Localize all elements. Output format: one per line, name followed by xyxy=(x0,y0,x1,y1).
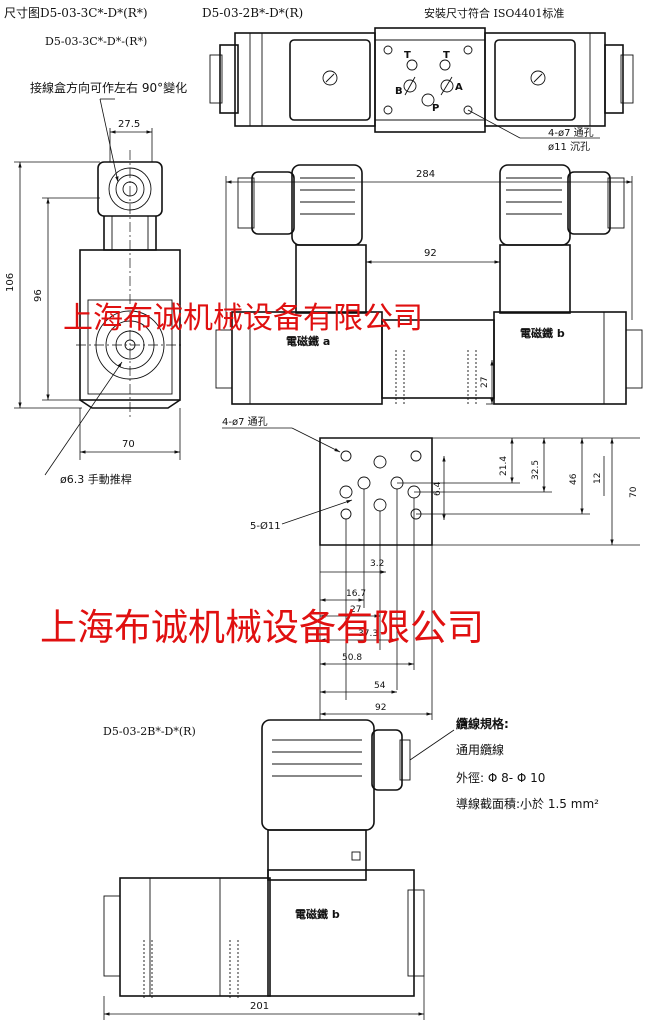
dim-92-plate: 92 xyxy=(375,703,386,713)
dim-54: 54 xyxy=(374,681,386,691)
dim-106: 106 xyxy=(5,273,16,292)
dim-70-side: 70 xyxy=(122,439,135,450)
mounting-plate-view: 4-ø7 通孔 5-Ø11 70 46 32.5 21.4 12 xyxy=(222,416,640,720)
note-junction-box: 接線盒方向可作左右 90°變化 xyxy=(30,80,187,95)
solenoid-label-a: 電磁鐵 a xyxy=(286,334,330,348)
lower-view: D5-03-2B*-D*(R) 電磁鐵 b 201 纜線規格: 通用纜線 外徑:… xyxy=(103,716,599,1020)
cable-spec-heading: 纜線規格: xyxy=(456,716,509,731)
note-manual-push: ø6.3 手動推桿 xyxy=(60,472,132,486)
header-title-left: 尺寸图D5-03-3C*-D*(R*) xyxy=(4,6,148,20)
port-label-p: P xyxy=(432,103,439,114)
dim-37-3: 37.3 xyxy=(358,629,378,639)
dim-27: 27 xyxy=(480,377,490,388)
dim-96: 96 xyxy=(33,289,44,302)
mount-standard-note: 安裝尺寸符合 ISO4401标准 xyxy=(424,6,564,20)
cable-spec-type: 通用纜線 xyxy=(456,742,504,757)
dim-27-5: 27.5 xyxy=(118,119,140,130)
solenoid-label-b-single: 電磁鐵 b xyxy=(295,907,340,921)
lower-view-title: D5-03-2B*-D*(R) xyxy=(103,725,196,738)
note-through-holes-top: 4-ø7 通孔 xyxy=(548,127,594,139)
top-view: T T B A P 4-ø7 通孔 ø11 沉孔 xyxy=(209,27,634,153)
dim-201: 201 xyxy=(250,1001,269,1012)
solenoid-label-b: 電磁鐵 b xyxy=(520,326,565,340)
note-through-holes-plate: 4-ø7 通孔 xyxy=(222,416,268,428)
dim-6-4: 6.4 xyxy=(433,481,443,496)
header-title-mid: D5-03-2B*-D*(R) xyxy=(202,6,303,20)
dim-16-7: 16.7 xyxy=(346,589,366,599)
dim-46: 46 xyxy=(569,473,579,485)
dim-50-8: 50.8 xyxy=(342,653,362,663)
dim-32-5: 32.5 xyxy=(531,460,541,480)
cable-spec-outer-dia: 外徑: Φ 8- Φ 10 xyxy=(456,771,545,785)
port-label-t2: T xyxy=(443,50,450,61)
watermark-text-1: 上海布诚机械设备有限公司 xyxy=(63,301,423,336)
cable-spec-section: 導線截面積:小於 1.5 mm² xyxy=(456,796,599,811)
note-holes-5: 5-Ø11 xyxy=(250,520,281,532)
watermark-text-2: 上海布诚机械设备有限公司 xyxy=(40,606,484,649)
front-view: 284 92 電磁鐵 a 電磁鐵 b xyxy=(215,164,643,405)
side-view: 接線盒方向可作左右 90°變化 27.5 106 96 xyxy=(5,80,187,486)
dim-284: 284 xyxy=(416,169,435,180)
note-counterbore: ø11 沉孔 xyxy=(548,140,590,153)
dim-70-plate: 70 xyxy=(629,486,639,498)
dim-21-4: 21.4 xyxy=(499,456,509,476)
dim-27-h: 27 xyxy=(350,605,361,615)
port-label-a: A xyxy=(455,82,463,93)
dim-92-top: 92 xyxy=(424,248,437,259)
port-label-t1: T xyxy=(404,50,411,61)
port-label-b: B xyxy=(395,86,403,97)
header-subtitle: D5-03-3C*-D*-(R*) xyxy=(45,35,147,48)
dim-3-2: 3.2 xyxy=(370,559,384,569)
dim-12: 12 xyxy=(593,473,603,484)
